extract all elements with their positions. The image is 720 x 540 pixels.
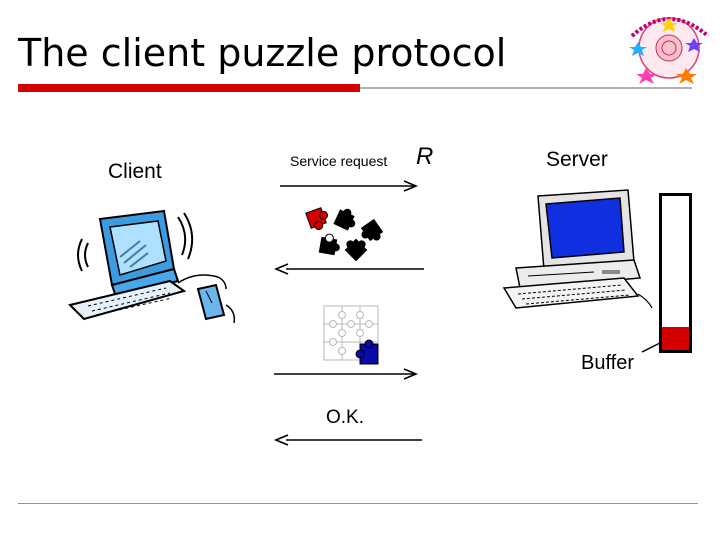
footer-divider: [18, 503, 698, 504]
arrow-ok-response: [273, 434, 422, 446]
title-underline-gray: [360, 87, 692, 89]
server-computer-icon: [502, 189, 653, 309]
buffer-pointer-line: [641, 341, 663, 353]
buffer-box: [659, 193, 692, 353]
logo-emblem-icon: [629, 17, 710, 84]
client-computer-icon: [68, 209, 236, 324]
ok-label: O.K.: [326, 407, 365, 428]
solved-puzzle-icon: [323, 305, 379, 365]
buffer-fill: [662, 326, 689, 350]
arrow-puzzle-solution: [274, 368, 419, 380]
puzzle-pieces-icon: [305, 207, 384, 262]
buffer-label: Buffer: [581, 352, 634, 374]
server-label: Server: [546, 148, 608, 171]
slide-title: The client puzzle protocol: [18, 31, 507, 75]
request-symbol-label: R: [416, 143, 434, 170]
arrow-puzzle-challenge: [273, 263, 424, 275]
client-label: Client: [108, 160, 162, 183]
service-request-label: Service request: [290, 153, 388, 169]
arrow-service-request: [280, 180, 419, 192]
title-underline-red: [18, 84, 360, 92]
